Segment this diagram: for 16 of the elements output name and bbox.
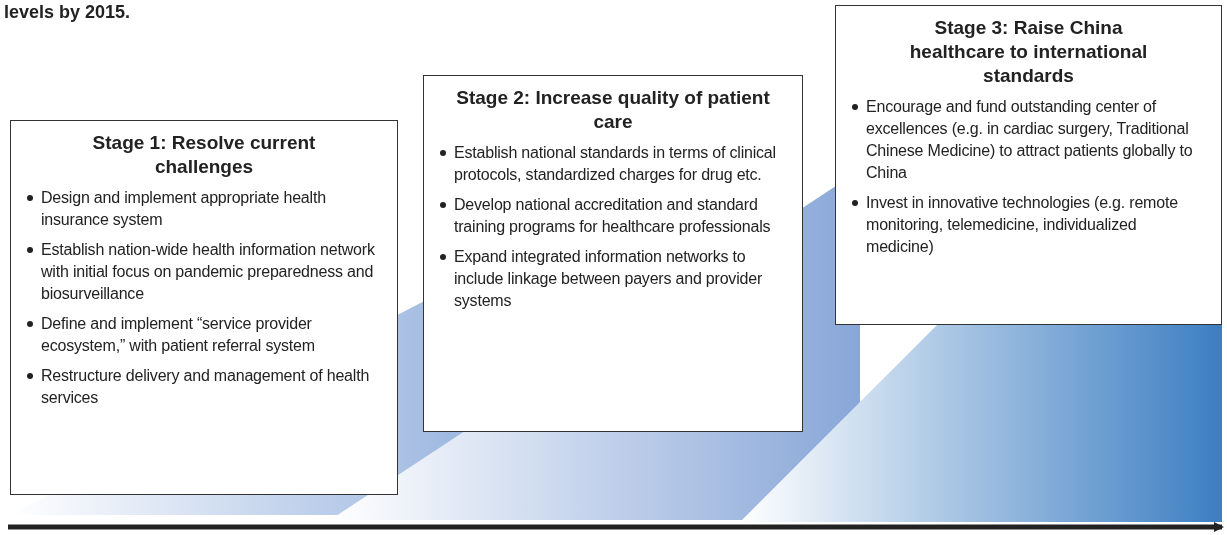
- bullet-text: Encourage and fund outstanding center of excellences (e.g. in cardiac surgery, Traditional Chinese Medicine) to attract patients globally to China: [866, 98, 1193, 181]
- bullet-text: Invest in innovative technologies (e.g. remote monitoring, telemedicine, individualized medicine): [866, 194, 1178, 255]
- stage-box: [835, 5, 1222, 325]
- stage-heading: Stage 3: Raise China healthcare to international standards: [908, 16, 1149, 88]
- stage-box: [10, 120, 398, 495]
- bullet-text: Define and implement “service provider ecosystem,” with patient referral system: [41, 315, 315, 354]
- bullet-text: Design and implement appropriate health insurance system: [41, 189, 326, 228]
- bullet-text: Restructure delivery and management of health services: [41, 367, 370, 406]
- stage-heading: Stage 2: Increase quality of patient care: [455, 86, 771, 134]
- stage-heading: Stage 1: Resolve current challenges: [91, 131, 317, 179]
- bullet-text: Establish nation-wide health information network with initial focus on pandemic preparedness and biosurveillance: [41, 241, 375, 302]
- bullet-text: Expand integrated information networks to include linkage between payers and provider systems: [454, 248, 763, 309]
- bullet-text: Develop national accreditation and standard training programs for healthcare professionals: [454, 196, 771, 235]
- note-text: levels by 2015.: [4, 2, 131, 23]
- stage-box: [423, 75, 803, 432]
- bullet-text: Establish national standards in terms of clinical protocols, standardized charges for drug etc.: [454, 144, 776, 183]
